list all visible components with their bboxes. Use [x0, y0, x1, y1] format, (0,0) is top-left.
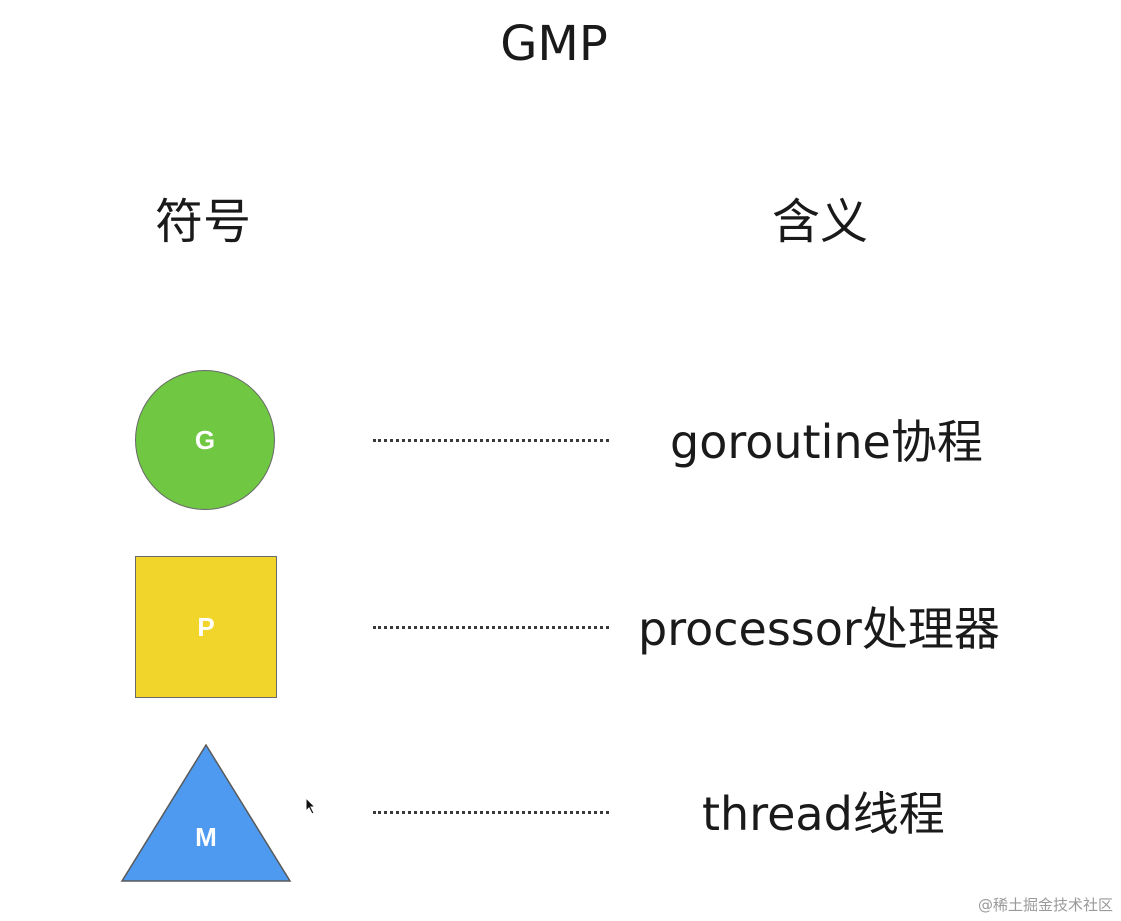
m-triangle-symbol: M — [119, 742, 293, 884]
mouse-pointer-icon — [305, 796, 317, 819]
g-dotted-connector — [373, 439, 609, 442]
diagram-title: GMP — [500, 16, 608, 72]
p-symbol-label: P — [197, 611, 215, 642]
g-circle-symbol: G — [135, 370, 275, 510]
p-meaning-text: processor处理器 — [638, 602, 1000, 656]
m-meaning-text: thread线程 — [702, 787, 945, 841]
p-square-symbol: P — [135, 556, 277, 698]
p-dotted-connector — [373, 626, 609, 629]
watermark: @稀土掘金技术社区 — [977, 896, 1113, 914]
symbol-column-header: 符号 — [155, 194, 252, 250]
g-meaning-text: goroutine协程 — [670, 415, 983, 469]
triangle-shape — [120, 743, 292, 882]
meaning-column-header: 含义 — [772, 194, 869, 250]
m-dotted-connector — [373, 811, 609, 814]
m-symbol-label: M — [195, 821, 217, 852]
g-symbol-label: G — [194, 424, 216, 455]
